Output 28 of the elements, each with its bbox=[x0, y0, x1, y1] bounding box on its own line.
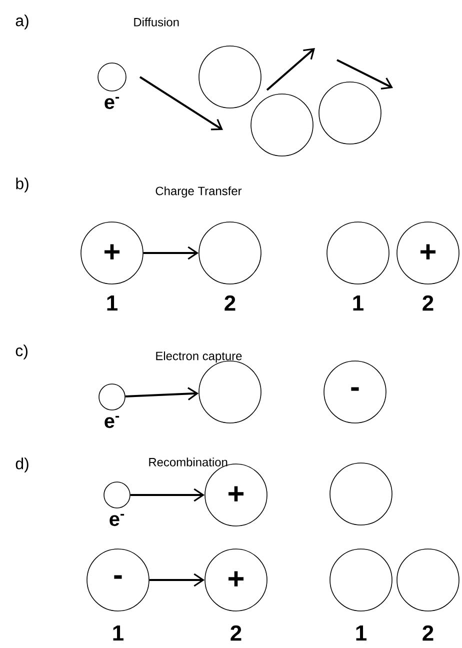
heading: Charge Transfer bbox=[156, 186, 242, 198]
heading: Recombination bbox=[149, 458, 228, 466]
arrow bbox=[149, 573, 205, 587]
electron-label: e$^{-}$ bbox=[110, 514, 124, 526]
number-label: 1 bbox=[113, 625, 124, 641]
particle-circle bbox=[330, 462, 392, 526]
number-label: 2 bbox=[422, 295, 434, 311]
number-label: 1 bbox=[353, 295, 364, 311]
number-label: 2 bbox=[224, 295, 236, 311]
number-label: 2 bbox=[422, 625, 434, 641]
number-label: 1 bbox=[107, 295, 118, 311]
heading: Electron capture bbox=[156, 351, 242, 363]
particle-circle bbox=[250, 94, 314, 156]
panel-label: b) bbox=[16, 178, 28, 192]
arrow bbox=[130, 488, 205, 502]
arrow bbox=[143, 246, 199, 260]
number-label: 1 bbox=[356, 625, 366, 641]
number-label: 2 bbox=[230, 625, 242, 641]
arrow bbox=[139, 76, 223, 130]
panel-label: d) bbox=[16, 458, 28, 472]
particle-circle bbox=[318, 82, 382, 144]
panel-label: c) bbox=[16, 344, 28, 360]
electron-label: e$^{-}$ bbox=[104, 96, 120, 110]
heading: Diffusion bbox=[134, 18, 179, 26]
panel-label: a) bbox=[16, 14, 28, 30]
arrow bbox=[125, 387, 199, 400]
particle-circle bbox=[198, 46, 262, 108]
electron-label: e$^{-}$ bbox=[104, 416, 120, 428]
